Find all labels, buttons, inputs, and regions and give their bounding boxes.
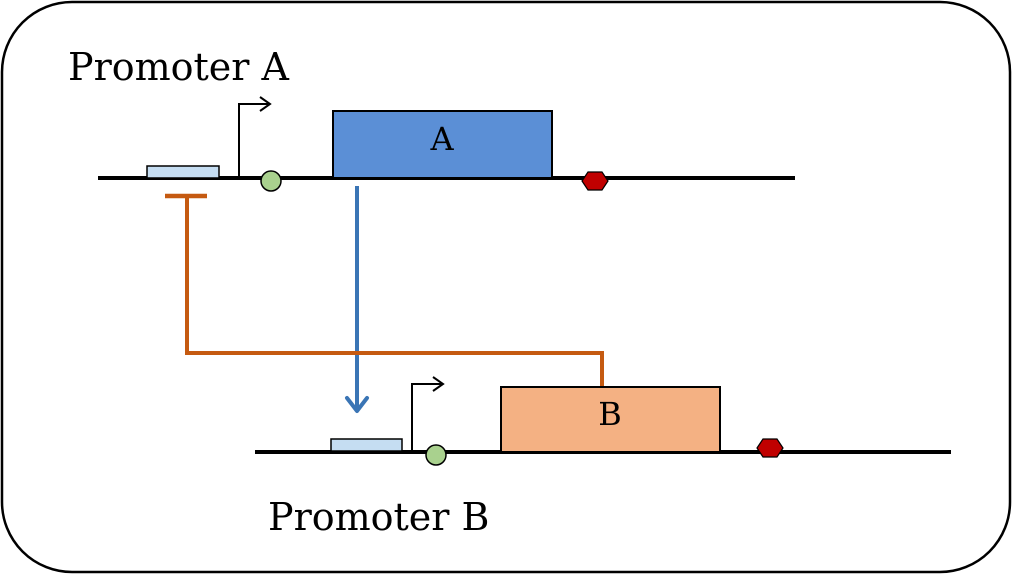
construct-b: Promoter B B (255, 376, 951, 539)
promoter-arrow-icon (238, 96, 272, 178)
gene-b-label: B (598, 395, 622, 433)
construct-a: Promoter A A (68, 45, 795, 192)
operator-box-icon (330, 438, 403, 452)
promoter-a-label: Promoter A (68, 45, 290, 89)
rbs-circle-icon (425, 444, 447, 466)
arrowhead-icon (345, 396, 369, 413)
terminator-hexagon-icon (581, 171, 609, 191)
operator-box-icon (146, 165, 220, 179)
rbs-circle-icon (260, 170, 282, 192)
repression-line (165, 193, 604, 386)
activation-arrow (345, 186, 369, 413)
promoter-b-label: Promoter B (268, 495, 489, 539)
gene-a-label: A (429, 120, 454, 158)
promoter-arrow-icon (411, 376, 445, 452)
gene-a-box (332, 110, 553, 179)
terminator-hexagon-icon (756, 438, 784, 458)
gene-b-box (500, 386, 721, 453)
